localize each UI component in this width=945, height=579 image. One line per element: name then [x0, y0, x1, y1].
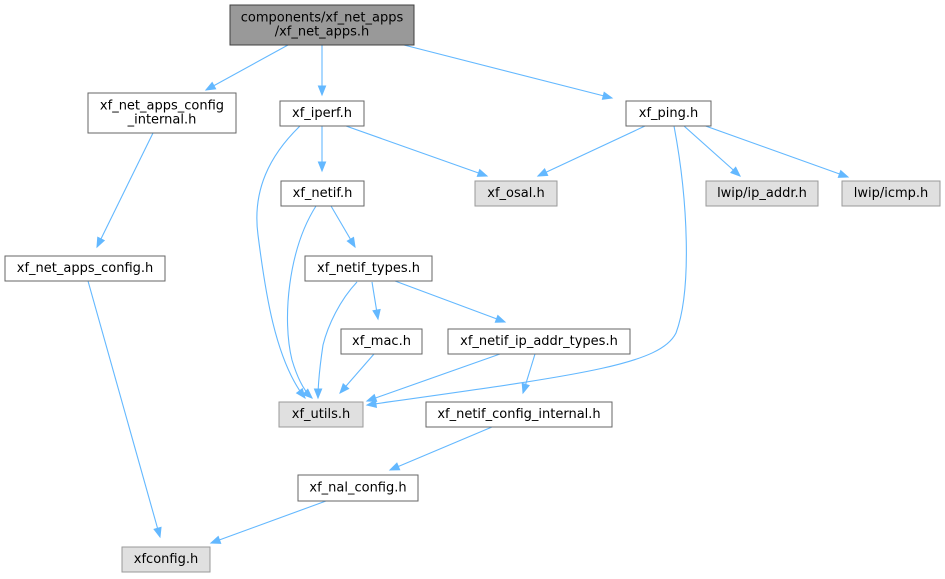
node-label: xf_net_apps_config.h: [17, 261, 154, 276]
edge-ping-to-lwip-ip-addr: [683, 125, 742, 177]
node-xf-netif-types[interactable]: xf_netif_types.h: [304, 255, 433, 282]
node-label: xf_nal_config.h: [309, 481, 406, 496]
arrowhead: [96, 236, 106, 249]
edge-layer: [87, 43, 850, 544]
arrowhead: [313, 388, 323, 400]
arrowhead: [204, 81, 217, 91]
arrowhead: [302, 388, 313, 399]
arrowhead: [601, 91, 614, 100]
node-label: xf_mac.h: [352, 334, 411, 349]
node-label: _internal.h: [127, 113, 197, 128]
arrowhead: [365, 399, 378, 408]
node-label: xf_netif.h: [293, 186, 353, 201]
node-label: xf_netif_config_internal.h: [437, 407, 600, 422]
arrowhead: [837, 169, 850, 178]
node-layer: components/xf_net_apps /xf_net_apps.h xf…: [4, 4, 941, 573]
arrowhead: [730, 166, 742, 177]
node-lwip-icmp[interactable]: lwip/icmp.h: [841, 180, 941, 207]
node-label: xf_osal.h: [487, 186, 544, 201]
node-label: xf_netif_ip_addr_types.h: [460, 334, 618, 349]
arrowhead: [494, 314, 507, 323]
node-label: xf_net_apps_config: [100, 99, 224, 114]
node-label: /xf_net_apps.h: [275, 25, 370, 40]
arrowhead: [339, 382, 350, 395]
edge-mac-to-utils: [339, 353, 375, 395]
edge-iperf-to-netif: [317, 126, 327, 173]
node-label: xf_netif_types.h: [317, 261, 420, 276]
node-xf-osal[interactable]: xf_osal.h: [474, 180, 558, 207]
edge-netif-config-internal-to-nal-config: [388, 426, 493, 471]
node-xf-nal-config[interactable]: xf_nal_config.h: [297, 474, 419, 502]
arrowhead: [536, 168, 549, 177]
edge-iperf-to-osal: [345, 125, 489, 177]
arrowhead: [317, 161, 327, 173]
arrowhead: [372, 308, 381, 321]
node-label: xfconfig.h: [134, 552, 198, 567]
edge-nal-config-to-xfconfig: [209, 500, 327, 544]
node-xf-mac[interactable]: xf_mac.h: [340, 328, 423, 355]
edge-root-to-net-apps-config-internal: [204, 44, 289, 91]
node-xf-ping[interactable]: xf_ping.h: [625, 100, 712, 127]
arrowhead: [153, 526, 162, 539]
node-lwip-ip-addr[interactable]: lwip/ip_addr.h: [705, 180, 819, 207]
node-label: xf_ping.h: [639, 106, 699, 121]
edge-netif-types-to-utils: [313, 281, 358, 400]
arrowhead: [346, 236, 356, 249]
arrowhead: [365, 393, 378, 402]
node-xf-utils[interactable]: xf_utils.h: [278, 401, 364, 428]
node-root[interactable]: components/xf_net_apps /xf_net_apps.h: [229, 4, 415, 46]
arrowhead: [209, 535, 222, 544]
edge-netif-types-to-netif-ip-addr-types: [394, 280, 507, 323]
arrowhead: [476, 168, 489, 177]
node-xfconfig[interactable]: xfconfig.h: [121, 546, 211, 573]
node-label: lwip/icmp.h: [854, 186, 929, 201]
node-xf-netif-config-internal[interactable]: xf_netif_config_internal.h: [425, 401, 613, 428]
arrowhead: [388, 462, 401, 471]
edge-root-to-iperf: [317, 45, 327, 97]
node-label: xf_utils.h: [292, 407, 350, 422]
node-label: xf_iperf.h: [292, 106, 352, 121]
edge-netif-ip-addr-types-to-utils: [365, 353, 501, 402]
arrowhead: [521, 382, 530, 395]
node-label: components/xf_net_apps: [241, 11, 404, 26]
edge-net-apps-config-to-xfconfig: [87, 280, 162, 539]
node-label: lwip/ip_addr.h: [717, 186, 807, 201]
node-xf-netif-ip-addr-types[interactable]: xf_netif_ip_addr_types.h: [447, 328, 631, 355]
edge-net-apps-config-internal-to-net-apps-config: [96, 132, 154, 249]
node-xf-netif[interactable]: xf_netif.h: [280, 180, 365, 207]
edge-root-to-ping: [399, 43, 614, 100]
edge-iperf-to-utils: [256, 125, 306, 400]
edge-netif-to-utils: [286, 205, 317, 399]
edge-netif-types-to-mac: [371, 281, 381, 321]
edge-netif-ip-addr-types-to-netif-config-internal: [521, 353, 536, 395]
node-xf-iperf[interactable]: xf_iperf.h: [279, 100, 365, 127]
edge-ping-to-lwip-icmp: [699, 123, 850, 178]
node-xf-net-apps-config-internal[interactable]: xf_net_apps_config _internal.h: [87, 92, 237, 134]
arrowhead: [317, 85, 327, 97]
node-xf-net-apps-config[interactable]: xf_net_apps_config.h: [4, 255, 166, 282]
edge-ping-to-utils: [365, 125, 687, 408]
edge-netif-to-netif-types: [330, 205, 356, 249]
edge-ping-to-osal: [536, 125, 646, 177]
